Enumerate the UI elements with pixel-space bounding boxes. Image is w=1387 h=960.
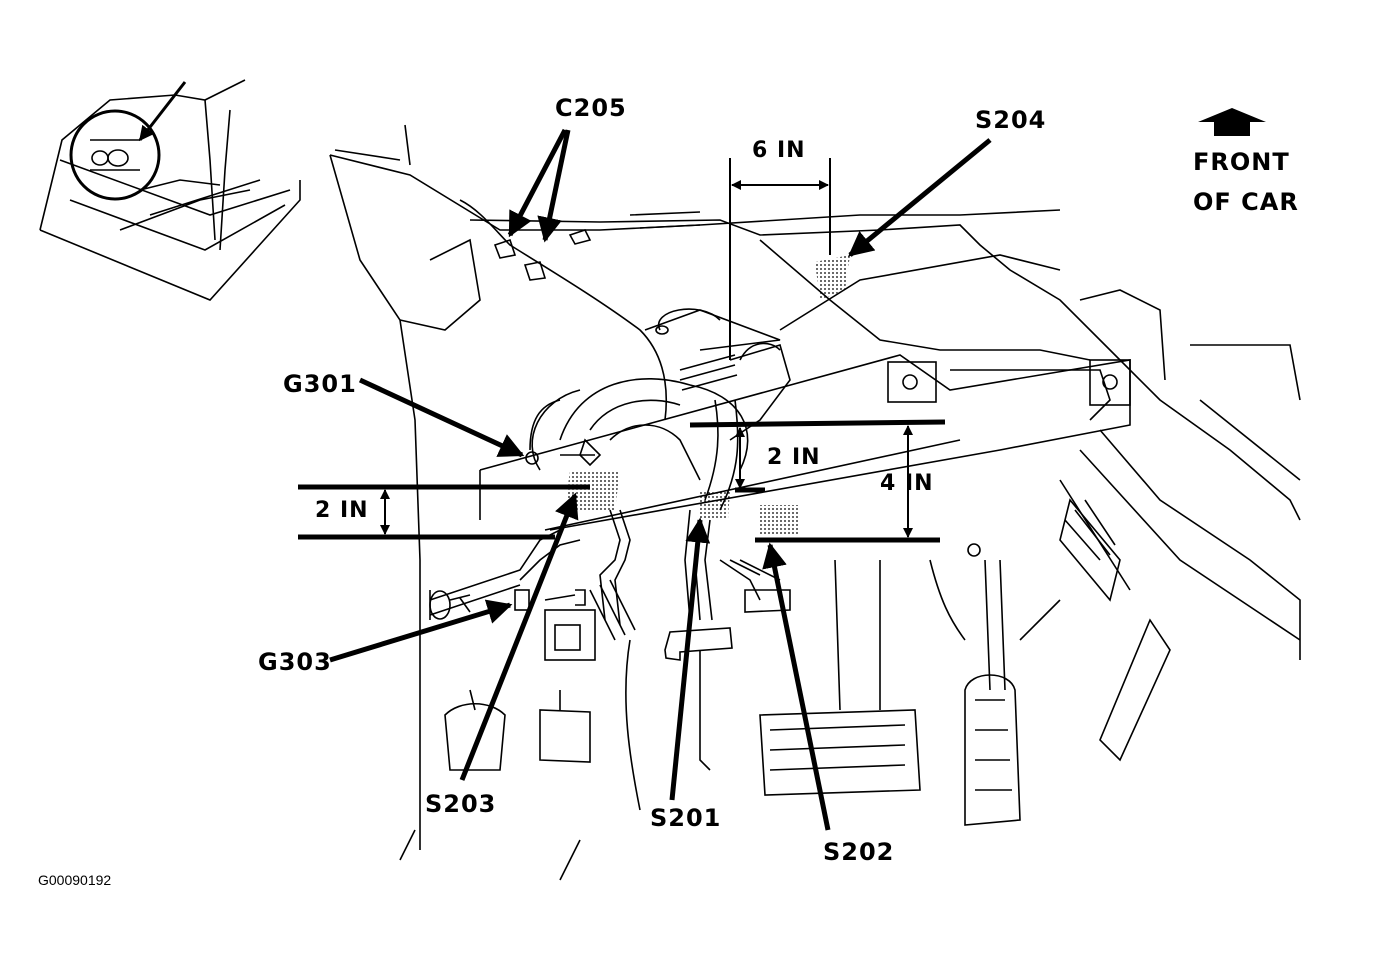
front-of-car-line1: FRONT [1193, 148, 1290, 176]
front-of-car-arrow-icon [1198, 108, 1266, 136]
label-c205: C205 [555, 94, 627, 122]
dimension-6-in: 6 IN [752, 138, 806, 163]
dimension-2-in-right: 2 IN [767, 445, 821, 470]
vehicle-structure [329, 124, 1301, 881]
label-g301: G301 [283, 370, 357, 398]
label-s204: S204 [975, 106, 1047, 134]
label-s203: S203 [425, 790, 497, 818]
dimension-2-in-left: 2 IN [315, 498, 369, 523]
dimension-lines [298, 158, 946, 543]
label-s201: S201 [650, 804, 722, 832]
front-of-car-line2: OF CAR [1193, 188, 1299, 216]
leader-arrows [329, 128, 992, 831]
label-s202: S202 [823, 838, 895, 866]
figure-code: G00090192 [38, 872, 112, 888]
label-g303: G303 [258, 648, 332, 676]
dimension-4-in: 4 IN [880, 471, 934, 496]
inset-locator-view [39, 79, 301, 301]
